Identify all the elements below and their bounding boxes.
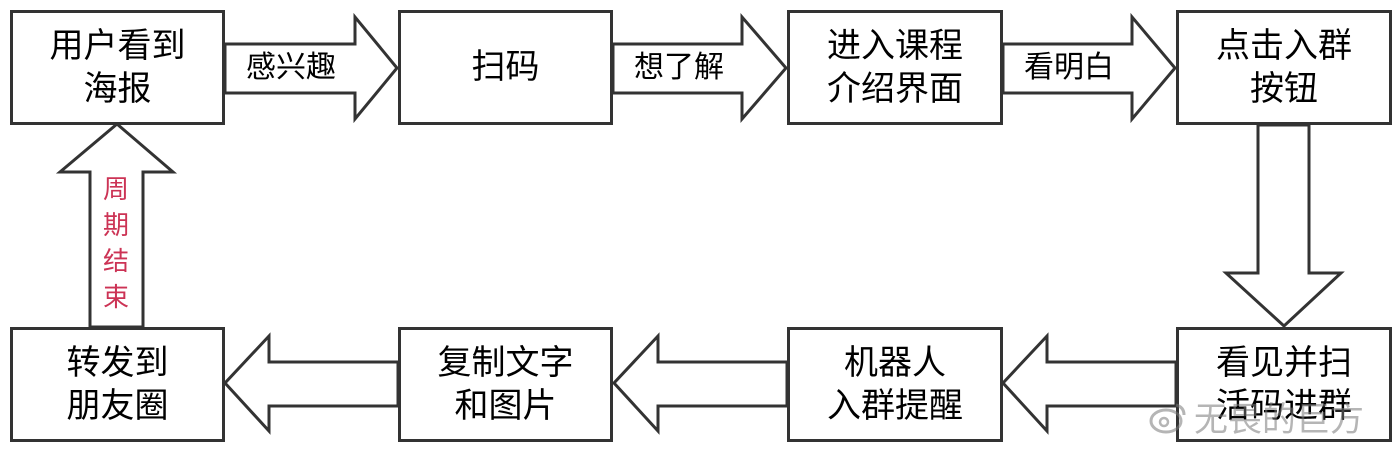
node-share-moments: 转发到 朋友圈 [10,327,225,442]
arrow-left-2 [611,332,789,435]
node-click-join-group: 点击入群 按钮 [1176,10,1392,125]
node-text: 用户看到 [49,25,186,66]
arrow-left-1 [222,332,400,435]
cycle-char: 束 [102,283,129,313]
arrow-up-cycle [55,122,178,329]
weibo-logo-icon [1149,403,1186,433]
node-text: 和图片 [454,385,557,426]
watermark-text: 无畏的巨方 [1194,400,1364,440]
node-see-and-scan: 看见并扫 活码进群 [1176,327,1392,442]
node-text: 活码进群 [1216,385,1352,426]
watermark: 无畏的巨方 [1148,392,1364,441]
node-text: 转发到 [66,342,169,383]
cycle-char: 期 [102,211,129,241]
arrow-learn-more [611,12,788,124]
label-learn-more: 想了解 [634,50,724,85]
cycle-char: 周 [102,175,129,205]
node-text: 复制文字 [437,342,574,383]
label-understood: 看明白 [1024,50,1114,85]
node-bot-reminder: 机器人 入群提醒 [787,327,1003,442]
arrow-down [1222,123,1345,329]
node-user-sees-poster: 用户看到 海报 [10,10,225,125]
label-interested: 感兴趣 [246,50,336,85]
node-text: 按钮 [1250,68,1318,109]
node-text: 入群提醒 [827,385,963,426]
label-cycle-end: 周 期 结 束 [96,172,136,316]
node-text: 机器人 [844,342,946,383]
node-text: 进入课程 [827,25,963,66]
node-text: 扫码 [471,47,540,87]
node-text: 海报 [83,68,152,109]
arrow-interested [223,12,399,124]
node-enter-course-page: 进入课程 介绍界面 [787,10,1003,125]
arrow-left-3 [1000,332,1178,435]
node-text: 看见并扫 [1216,342,1352,383]
arrow-understood [1001,12,1177,124]
node-text: 朋友圈 [66,385,169,426]
node-text: 点击入群 [1216,25,1352,66]
node-copy-text-image: 复制文字 和图片 [398,327,613,442]
cycle-char: 结 [102,247,129,277]
node-scan-code: 扫码 [398,10,613,125]
node-text: 介绍界面 [827,68,963,109]
